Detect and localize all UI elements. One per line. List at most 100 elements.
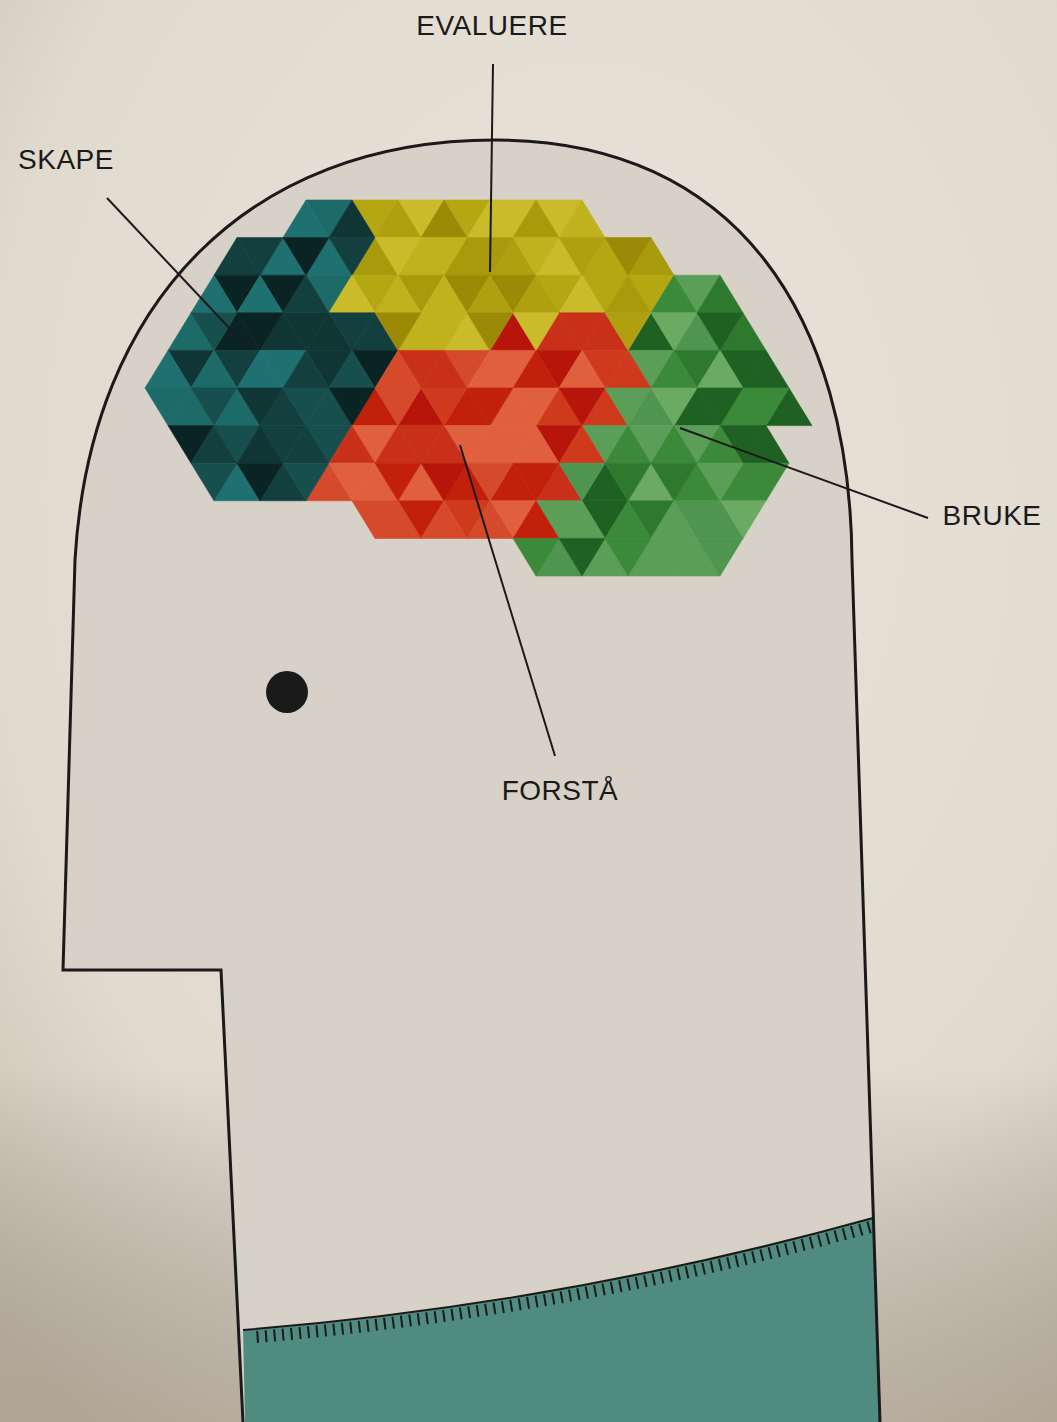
mosaic-triangle [513, 463, 559, 501]
mosaic-triangle [743, 350, 789, 388]
stitch [502, 1301, 504, 1313]
mosaic-triangle [375, 238, 421, 276]
mosaic-triangle [329, 200, 375, 238]
stitch [485, 1304, 487, 1316]
mosaic-triangle [283, 463, 329, 501]
mosaic-triangle [191, 463, 237, 501]
mosaic-triangle [651, 350, 697, 388]
mosaic-triangle [375, 275, 421, 313]
mosaic-triangle [283, 313, 329, 351]
stitch [785, 1243, 788, 1255]
mosaic-triangle [559, 426, 605, 464]
stitch [460, 1308, 462, 1320]
leader-line [680, 428, 928, 518]
stitch [299, 1327, 300, 1339]
mosaic-triangle [237, 275, 283, 313]
mosaic-triangle [697, 538, 743, 576]
stitch [418, 1313, 420, 1325]
mosaic-triangle [559, 388, 605, 426]
stitch [661, 1272, 663, 1284]
stitch [594, 1285, 596, 1297]
stitch [569, 1290, 571, 1302]
stitch [744, 1253, 747, 1265]
mosaic-triangle [697, 388, 743, 426]
mosaic-triangle [375, 388, 421, 426]
mosaic-triangle [697, 501, 743, 539]
mosaic-triangle [513, 275, 559, 313]
mosaic-triangle [421, 426, 467, 464]
stitch [519, 1298, 521, 1310]
stitch [694, 1265, 697, 1277]
mosaic-triangle [559, 350, 605, 388]
stitch [719, 1259, 722, 1271]
stitch [494, 1302, 496, 1314]
stitch [702, 1263, 705, 1275]
stitch [769, 1247, 772, 1259]
mosaic-triangle [651, 501, 697, 539]
mosaic-triangle [605, 313, 651, 351]
mosaic-triangle [651, 538, 697, 576]
mosaic-triangle [421, 238, 467, 276]
mosaic-triangle [605, 238, 651, 276]
stitch [843, 1228, 846, 1240]
mosaic-triangle [743, 463, 789, 501]
eye [266, 671, 308, 713]
stitch [561, 1291, 563, 1303]
stitch [636, 1277, 638, 1289]
mosaic-triangle [237, 350, 283, 388]
stitch [325, 1325, 326, 1337]
mosaic-triangle [467, 463, 513, 501]
mosaic-triangle [421, 350, 467, 388]
head-outline [63, 140, 880, 1422]
collar-line [243, 1218, 873, 1330]
collar-stitches [257, 1222, 870, 1343]
stitch [802, 1239, 805, 1251]
stitch [810, 1237, 813, 1249]
mosaic-triangle [743, 388, 789, 426]
stitch [552, 1293, 554, 1305]
mosaic-triangle [467, 313, 513, 351]
leader-line [460, 445, 555, 756]
mosaic-triangle [605, 501, 651, 539]
mosaic-triangle [559, 200, 605, 238]
mosaic-triangle [283, 388, 329, 426]
mosaic-triangle [421, 313, 467, 351]
mosaic-triangle [513, 538, 559, 576]
mosaic-triangle [191, 388, 237, 426]
stitch [727, 1257, 730, 1269]
stitch [316, 1325, 317, 1337]
mosaic-triangle [743, 426, 789, 464]
mosaic-triangle [191, 350, 237, 388]
mosaic-triangle [605, 426, 651, 464]
mosaic-triangle [191, 313, 237, 351]
mosaic-triangle [329, 463, 375, 501]
mosaic-triangle [467, 275, 513, 313]
mosaic-triangle [697, 426, 743, 464]
stitch [619, 1280, 621, 1292]
mosaic-triangle [375, 463, 421, 501]
mosaic-triangle [513, 388, 559, 426]
mosaic-triangle [375, 350, 421, 388]
stitch [308, 1326, 309, 1338]
mosaic-triangle [283, 350, 329, 388]
stitch [535, 1296, 537, 1308]
stitch [443, 1310, 445, 1322]
mosaic-triangle [559, 501, 605, 539]
stitch [777, 1245, 780, 1257]
mosaic-triangle [421, 200, 467, 238]
mosaic-triangle [283, 275, 329, 313]
mosaic-triangle [329, 350, 375, 388]
mosaic-triangle [651, 275, 697, 313]
stitch [435, 1311, 437, 1323]
mosaic-triangle [329, 313, 375, 351]
mosaic-triangle [375, 501, 421, 539]
mosaic-triangle [513, 238, 559, 276]
stitch [611, 1282, 613, 1294]
stitch [527, 1297, 529, 1309]
mosaic-triangle [329, 388, 375, 426]
mosaic-triangle [421, 388, 467, 426]
mosaic-triangle [605, 388, 651, 426]
mosaic-triangle [329, 238, 375, 276]
